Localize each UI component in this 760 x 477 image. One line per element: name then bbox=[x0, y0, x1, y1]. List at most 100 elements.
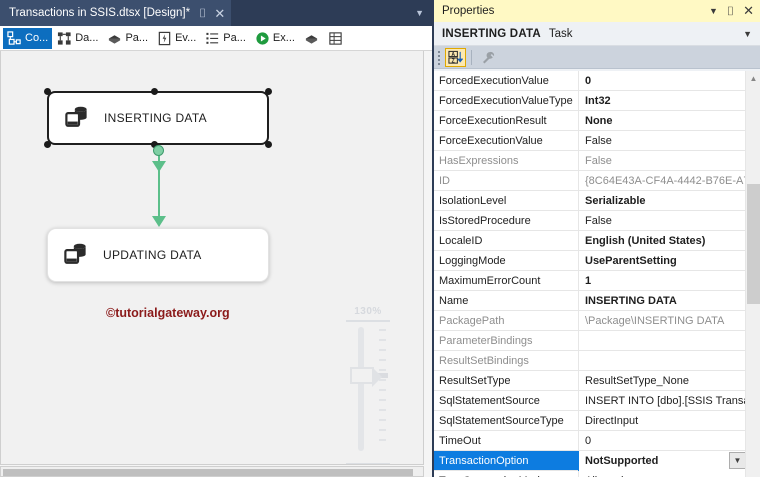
wrench-icon[interactable] bbox=[477, 48, 498, 67]
toolbar-grip[interactable] bbox=[437, 50, 442, 65]
property-row[interactable]: MaximumErrorCount 1 bbox=[434, 270, 760, 291]
task-updating-data[interactable]: UPDATING DATA bbox=[47, 228, 269, 282]
control-flow-canvas[interactable]: INSERTING DATA bbox=[0, 51, 424, 465]
precedence-constraint-arrow bbox=[152, 161, 166, 172]
task-updating-data-label: UPDATING DATA bbox=[103, 248, 202, 262]
designer-horizontal-scrollbar[interactable] bbox=[0, 466, 424, 477]
toolbar-variables-grid[interactable] bbox=[324, 28, 347, 49]
tab-control-flow[interactable]: Co... bbox=[3, 27, 53, 49]
pin-icon[interactable]: ⌷ bbox=[199, 6, 207, 20]
pin-icon[interactable]: ⌷ bbox=[726, 3, 735, 18]
property-value[interactable]: Serializable bbox=[585, 194, 646, 207]
chevron-down-icon[interactable]: ▼ bbox=[729, 452, 746, 469]
property-row[interactable]: ParameterBindings bbox=[434, 330, 760, 351]
execute-sql-task-icon bbox=[62, 240, 89, 270]
property-value[interactable]: 0 bbox=[585, 434, 592, 447]
property-row[interactable]: ResultSetBindings bbox=[434, 350, 760, 371]
property-value[interactable] bbox=[579, 331, 760, 351]
zoom-rule-bottom bbox=[346, 463, 390, 464]
selection-handle[interactable] bbox=[151, 88, 158, 95]
properties-object-selector[interactable]: INSERTING DATA Task ▼ bbox=[434, 22, 760, 46]
chevron-down-icon[interactable]: ▼ bbox=[708, 6, 718, 16]
property-row[interactable]: IsolationLevel Serializable bbox=[434, 190, 760, 211]
event-handlers-icon bbox=[157, 31, 172, 46]
property-name: MaximumErrorCount bbox=[434, 270, 579, 291]
property-value[interactable]: Allowed bbox=[579, 471, 760, 477]
property-value[interactable]: False bbox=[585, 214, 612, 227]
task-inserting-data[interactable]: INSERTING DATA bbox=[47, 91, 269, 145]
property-value[interactable]: None bbox=[585, 114, 613, 127]
property-row[interactable]: ID{8C64E43A-CF4A-4442-B76E-A7 bbox=[434, 170, 760, 191]
property-value[interactable]: 0 bbox=[585, 74, 592, 87]
property-value[interactable] bbox=[579, 351, 760, 371]
designer-horizontal-scrollbar-thumb[interactable] bbox=[3, 469, 413, 476]
selection-handle[interactable] bbox=[44, 88, 51, 95]
property-value[interactable]: {8C64E43A-CF4A-4442-B76E-A7 bbox=[585, 174, 750, 187]
property-row[interactable]: ResultSetType ResultSetType_None bbox=[434, 370, 760, 391]
property-row[interactable]: TypeConversionModeAllowed bbox=[434, 470, 760, 477]
properties-object-name: INSERTING DATA bbox=[442, 27, 541, 40]
document-tab-transactions[interactable]: Transactions in SSIS.dtsx [Design]* ⌷ ✕ bbox=[0, 0, 232, 26]
close-icon[interactable]: ✕ bbox=[743, 3, 754, 18]
property-value[interactable]: False bbox=[585, 134, 612, 147]
property-value[interactable]: DirectInput bbox=[585, 414, 639, 427]
property-name: ResultSetBindings bbox=[434, 350, 579, 371]
properties-vertical-scrollbar-thumb[interactable] bbox=[747, 184, 760, 304]
property-value[interactable]: ResultSetType_None bbox=[585, 374, 689, 387]
zoom-slider-track[interactable] bbox=[358, 327, 364, 451]
property-name: ParameterBindings bbox=[434, 330, 579, 351]
property-value[interactable]: INSERTING DATA bbox=[585, 294, 677, 307]
property-name: TransactionOption bbox=[434, 450, 579, 471]
tab-parameters[interactable]: Pa... bbox=[103, 28, 152, 49]
parameters-icon bbox=[107, 31, 122, 46]
property-name: ResultSetType bbox=[434, 370, 579, 391]
property-value[interactable]: INSERT INTO [dbo].[SSIS Transa bbox=[585, 394, 750, 407]
property-name: IsolationLevel bbox=[434, 190, 579, 211]
precedence-constraint-line[interactable] bbox=[158, 147, 160, 219]
designer-pane: Transactions in SSIS.dtsx [Design]* ⌷ ✕ … bbox=[0, 0, 432, 477]
property-name: LoggingMode bbox=[434, 250, 579, 271]
close-icon[interactable]: ✕ bbox=[214, 5, 226, 21]
property-value[interactable]: 1 bbox=[585, 274, 592, 287]
selection-handle[interactable] bbox=[44, 141, 51, 148]
scroll-up-arrow-icon[interactable]: ▲ bbox=[749, 74, 758, 83]
tab-event-handlers[interactable]: Ev... bbox=[153, 28, 200, 49]
zoom-control[interactable]: 130% bbox=[338, 306, 398, 464]
precedence-constraint-anchor[interactable] bbox=[153, 145, 164, 156]
tab-data-flow[interactable]: Da... bbox=[53, 28, 102, 49]
chevron-down-icon[interactable]: ▼ bbox=[415, 8, 424, 18]
selection-handle[interactable] bbox=[265, 88, 272, 95]
alphabetical-sort-icon[interactable]: A Z bbox=[445, 47, 466, 67]
svg-text:Z: Z bbox=[452, 58, 455, 64]
zoom-slider-thumb[interactable] bbox=[350, 367, 382, 387]
toolbar-package-box[interactable] bbox=[300, 28, 323, 49]
property-row[interactable]: PackagePath\Package\INSERTING DATA bbox=[434, 310, 760, 331]
tab-execution-results[interactable]: Ex... bbox=[251, 28, 299, 49]
property-value[interactable]: UseParentSetting bbox=[585, 254, 677, 267]
tab-package-explorer[interactable]: Pa... bbox=[201, 28, 250, 49]
svg-text:A: A bbox=[451, 51, 455, 57]
property-value[interactable]: \Package\INSERTING DATA bbox=[585, 314, 725, 327]
property-value[interactable]: False bbox=[585, 154, 612, 167]
chevron-down-icon[interactable]: ▼ bbox=[743, 28, 752, 39]
selection-handle[interactable] bbox=[151, 141, 158, 148]
properties-vertical-scrollbar[interactable]: ▲ bbox=[745, 71, 760, 477]
selection-handle[interactable] bbox=[265, 141, 272, 148]
property-row[interactable]: LoggingMode UseParentSetting bbox=[434, 250, 760, 271]
property-value[interactable]: Int32 bbox=[585, 94, 611, 107]
property-value[interactable]: English (United States) bbox=[585, 234, 706, 247]
property-value[interactable]: NotSupported bbox=[579, 450, 760, 471]
